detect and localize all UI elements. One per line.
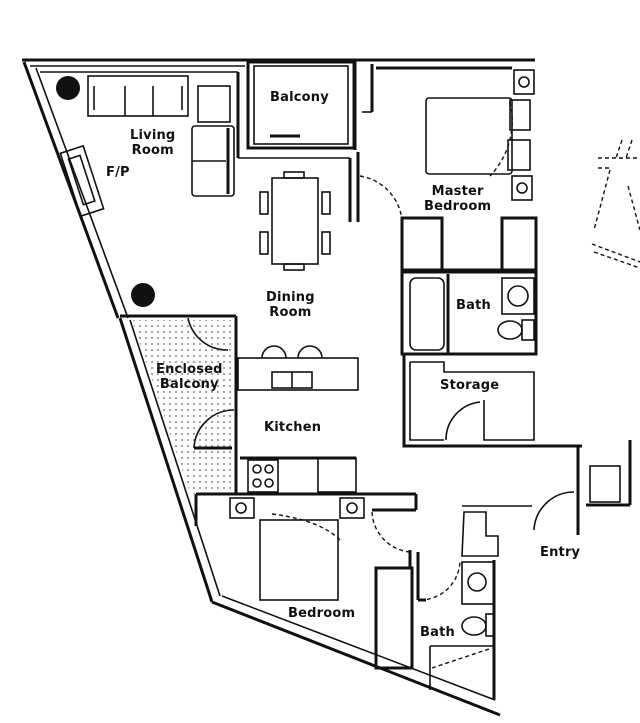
master-bedroom-area: [348, 60, 538, 272]
bedroom-area: [194, 494, 414, 670]
bed-icon: [425, 97, 513, 175]
bath-2-area: [416, 511, 499, 700]
adjacent-unit-fragment: [591, 139, 640, 269]
closet-icon: [500, 216, 538, 272]
dining-table-icon: [259, 171, 331, 271]
room-label-kitchen: Kitchen: [264, 420, 322, 435]
master-bath-area: [400, 270, 538, 356]
room-label-fireplace: F/P: [106, 165, 130, 180]
outlet-icon: [513, 69, 535, 95]
column-icon: [131, 283, 155, 307]
linen-icon: [461, 511, 499, 557]
stool-icon: [261, 345, 287, 359]
room-label-master-bath: Bath: [456, 298, 491, 313]
room-label-bath-2: Bath: [420, 625, 455, 640]
fridge-icon: [317, 457, 357, 493]
stool-icon: [297, 345, 323, 359]
room-label-storage: Storage: [440, 378, 500, 393]
outlet-icon: [229, 497, 255, 519]
room-label-balcony: Balcony: [270, 90, 329, 105]
toilet-icon: [461, 616, 487, 636]
toilet-icon: [497, 320, 523, 340]
enclosed-balcony-label-line2: Balcony: [159, 377, 219, 392]
balcony-area: [246, 60, 356, 150]
room-label-living: Living Room: [130, 128, 175, 158]
enclosed-balcony-floor: [132, 320, 232, 494]
living-room-area: [56, 72, 350, 307]
stove-icon: [247, 459, 279, 493]
outlet-icon: [339, 497, 365, 519]
chair-icon: [197, 85, 231, 123]
bed-icon: [259, 519, 339, 601]
room-label-enclosed-balcony: Enclosed Balcony: [156, 362, 223, 392]
dining-room-label-line2: Room: [269, 305, 312, 320]
living-room-label-line2: Room: [131, 143, 174, 158]
storage-area: [402, 354, 582, 448]
enclosed-balcony-label-line1: Enclosed: [156, 362, 223, 377]
island-counter-icon: [237, 357, 359, 391]
dining-room-label-line1: Dining: [266, 290, 315, 305]
closet-icon: [374, 566, 414, 670]
closet-icon: [589, 465, 621, 503]
room-label-master-bedroom: Master Bedroom: [424, 184, 491, 214]
bathtub-icon: [409, 277, 445, 351]
entry-area: [462, 440, 632, 535]
room-label-dining: Dining Room: [266, 290, 315, 320]
room-label-entry: Entry: [540, 545, 581, 560]
master-bedroom-label-line2: Bedroom: [424, 199, 492, 214]
fireplace-icon: [59, 144, 105, 218]
sofa-icon: [87, 75, 189, 117]
master-bedroom-label-line1: Master: [431, 184, 484, 199]
column-icon: [56, 76, 80, 100]
sink-icon: [501, 277, 535, 315]
sink-icon: [461, 561, 495, 605]
closet-icon: [400, 216, 444, 272]
room-label-bedroom: Bedroom: [288, 606, 356, 621]
living-room-label-line1: Living: [130, 128, 176, 143]
exterior-walls: [22, 58, 535, 717]
